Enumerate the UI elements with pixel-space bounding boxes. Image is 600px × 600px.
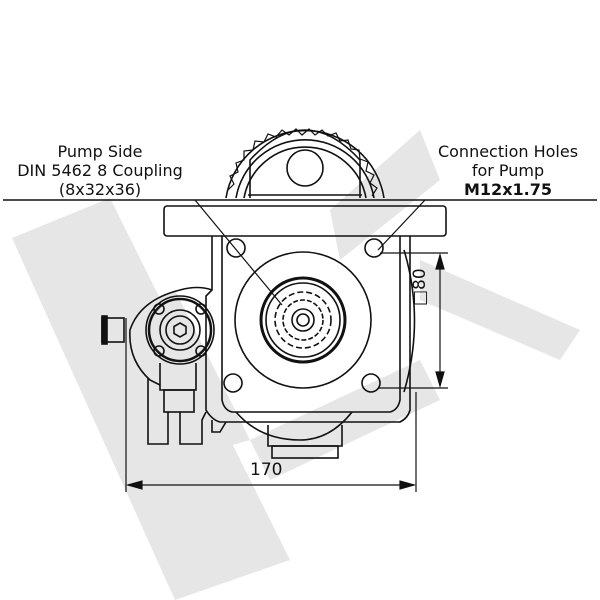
pump-side-title: Pump Side <box>57 142 143 161</box>
connection-holes-callout: Connection Holes for Pump M12x1.75 <box>418 142 598 199</box>
pump-side-leader <box>194 199 283 306</box>
connection-holes-sub: for Pump <box>471 161 545 180</box>
solenoid-valve <box>101 286 227 445</box>
connection-holes-leader <box>377 199 426 251</box>
bolt-hole-tl <box>226 238 246 258</box>
pump-side-callout: Pump Side DIN 5462 8 Coupling (8x32x36) <box>0 142 200 199</box>
coupling-spec: DIN 5462 8 Coupling <box>17 161 183 180</box>
bolt-hole-tr <box>364 238 384 258</box>
bolt-hole-bl <box>223 373 243 393</box>
mounting-flange <box>163 205 447 237</box>
gear-icon <box>225 129 385 199</box>
width-dimension-label: 170 <box>250 460 283 480</box>
dimension-170 <box>125 318 417 492</box>
bolt-square-dimension-label: □80 <box>410 268 430 306</box>
pilot-circle <box>234 251 372 389</box>
gear-teeth <box>227 128 378 197</box>
connection-holes-title: Connection Holes <box>437 142 579 161</box>
bolt-hole-br <box>361 373 381 393</box>
spline-coupling-icon <box>259 276 347 364</box>
thread-spec: M12x1.75 <box>464 180 552 199</box>
housing-body <box>205 236 411 423</box>
coupling-size: (8x32x36) <box>58 180 142 199</box>
dimension-80 <box>378 252 448 389</box>
